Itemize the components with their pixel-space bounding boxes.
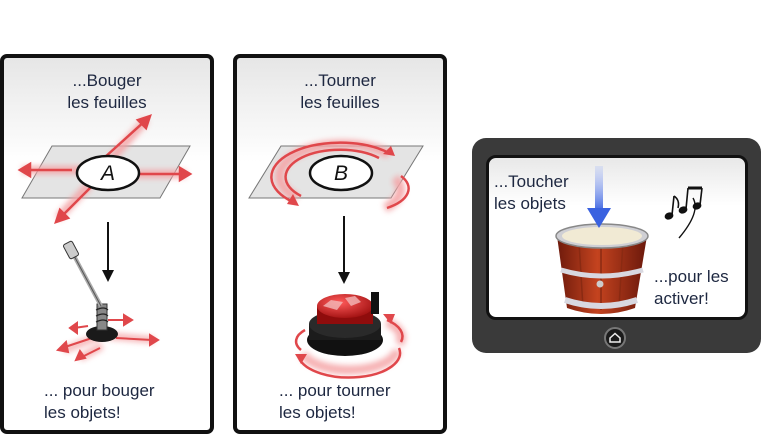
sheet-b-circle: [308, 154, 374, 192]
panel-rotate: ...Tourner les feuilles: [233, 54, 447, 434]
sheet-a-circle: [75, 154, 141, 192]
panel-move-bottom-line1: ... pour bouger: [44, 381, 155, 400]
touch-arrow-icon: [587, 166, 611, 228]
panel-rotate-top-line1: ...Tourner: [304, 71, 376, 90]
panel-rotate-bottom-text: ... pour tourner les objets!: [279, 380, 443, 424]
drum-icon: [555, 223, 649, 314]
tablet-screen: ...Toucher les objets ...pour les active…: [486, 155, 748, 320]
tablet-right-line2: activer!: [654, 289, 709, 308]
tablet-left-text: ...Toucher les objets: [494, 171, 594, 215]
panel-rotate-art: B: [248, 139, 424, 379]
rotate-arrows-icon: [270, 139, 410, 213]
panel-move-bottom-text: ... pour bouger les objets!: [44, 380, 210, 424]
panel-rotate-bottom-line1: ... pour tourner: [279, 381, 391, 400]
joystick-icon: [55, 240, 160, 362]
sheet-a-letter: A: [99, 162, 115, 185]
panel-rotate-top-text: ...Tourner les feuilles: [237, 70, 443, 114]
panel-move-top-line2: les feuilles: [67, 93, 147, 112]
tablet-right-text: ...pour les activer!: [654, 266, 745, 310]
panel-move-top-text: ...Bouger les feuilles: [4, 70, 210, 114]
tablet-left-line2: les objets: [494, 194, 566, 213]
panel-move-bottom-line2: les objets!: [44, 403, 121, 422]
music-notes-icon: [664, 186, 703, 239]
down-arrow-icon: [102, 222, 114, 282]
panel-move-art: A: [17, 114, 193, 362]
panel-rotate-bottom-line2: les objets!: [279, 403, 356, 422]
knob-icon: [294, 292, 406, 379]
home-button[interactable]: [604, 327, 626, 349]
home-icon: [609, 332, 621, 343]
panel-move-top-line1: ...Bouger: [72, 71, 142, 90]
tablet-device: ...Toucher les objets ...pour les active…: [472, 138, 761, 353]
tablet-left-line1: ...Toucher: [494, 172, 569, 191]
tablet-right-line1: ...pour les: [654, 267, 729, 286]
down-arrow-icon: [338, 216, 350, 284]
panel-rotate-top-line2: les feuilles: [300, 93, 380, 112]
tablet-screen-art: [555, 166, 703, 314]
sheet-b-letter: B: [334, 162, 348, 185]
panel-move: ...Bouger les feuilles: [0, 54, 214, 434]
